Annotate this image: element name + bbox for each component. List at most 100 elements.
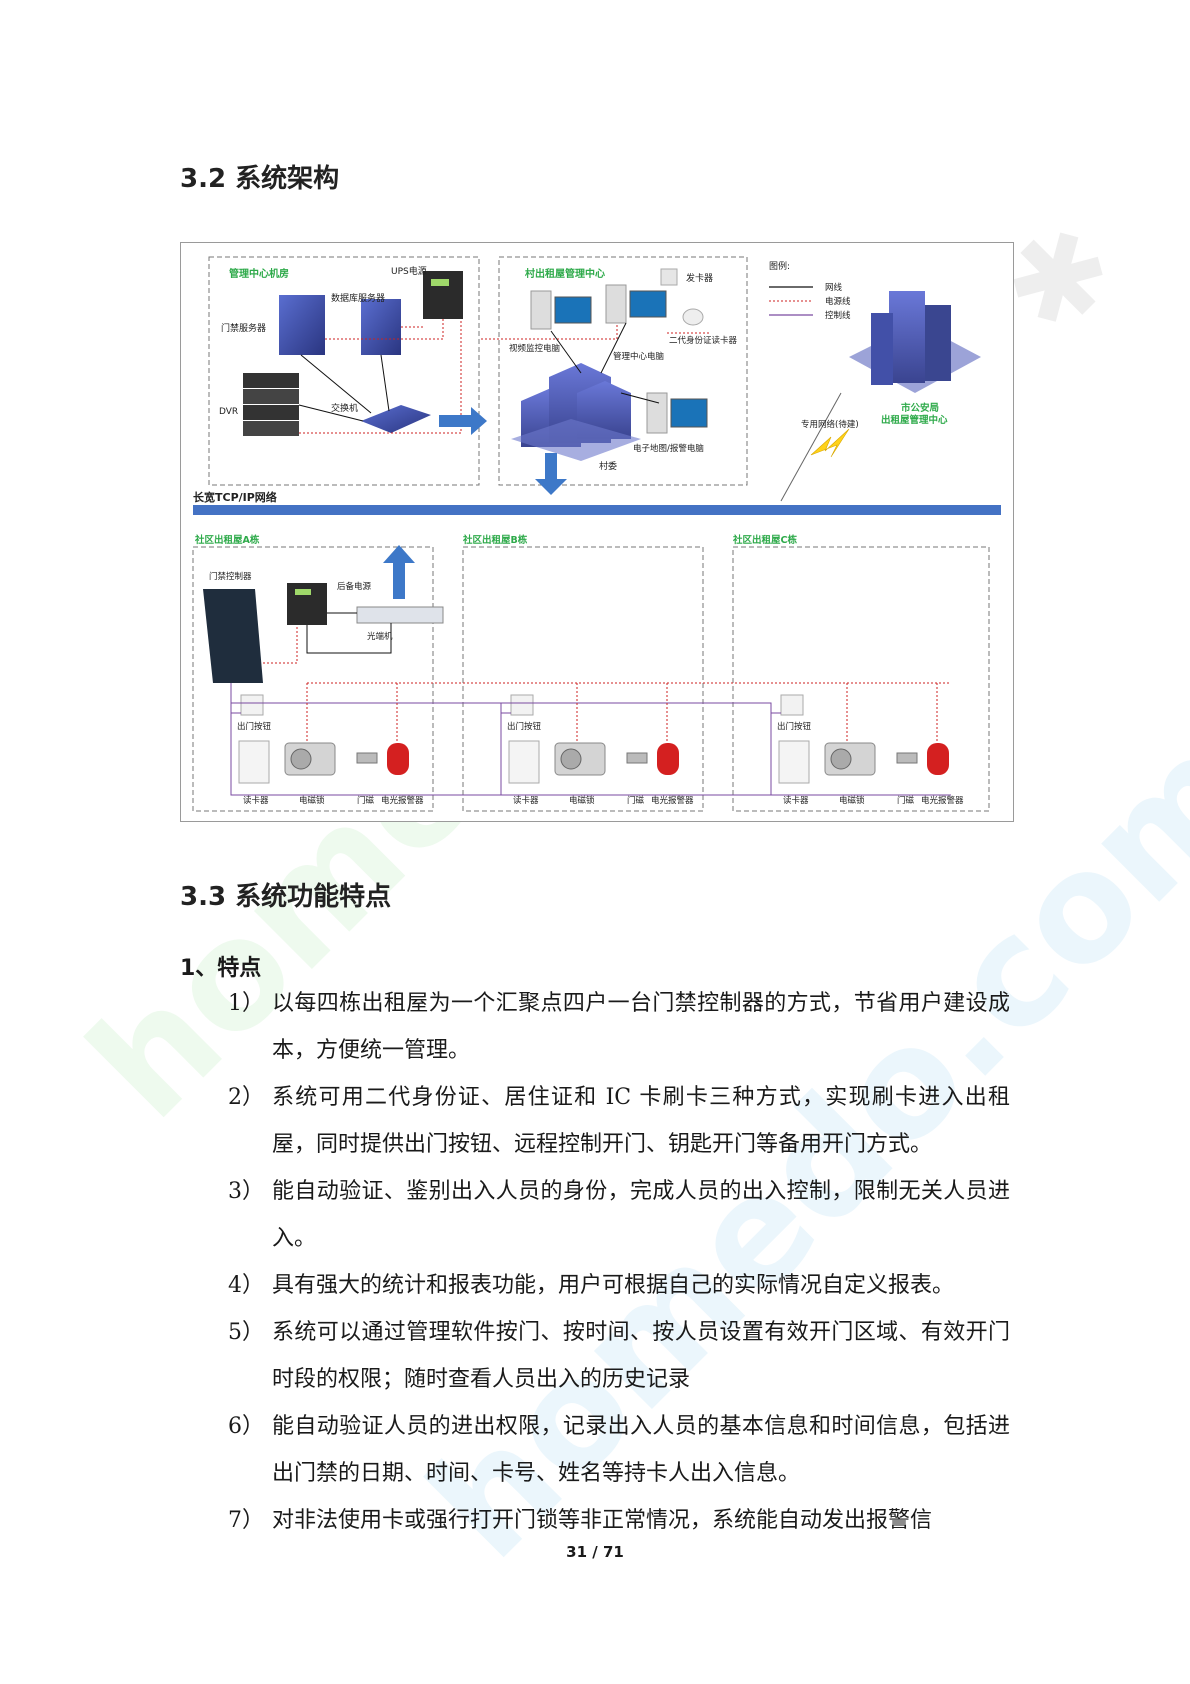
building-b-box	[462, 546, 704, 812]
feature-number: 2）	[228, 1085, 264, 1110]
dedicated-net-label: 专用网络(待建)	[801, 419, 859, 430]
feature-text: 能自动验证、鉴别出入人员的身份，完成人员的出入控制，限制无关人员进入。	[272, 1179, 1010, 1251]
door-sensor-icon	[356, 752, 378, 764]
exit-button-label: 出门按钮	[507, 721, 542, 732]
legend-title: 图例:	[769, 260, 790, 272]
db-server-icon	[361, 299, 401, 355]
section-heading-3-2: 3.2 系统架构	[180, 164, 340, 194]
feature-item-4: 4） 具有强大的统计和报表功能，用户可根据自己的实际情况自定义报表。	[228, 1262, 1010, 1309]
optical-label: 光端机	[367, 631, 393, 642]
feature-item-5: 5） 系统可以通过管理软件按门、按时间、按人员设置有效开门区域、有效开门时段的权…	[228, 1309, 1010, 1403]
controller-label: 门禁控制器	[209, 571, 252, 582]
feature-number: 4）	[228, 1273, 264, 1298]
switch-label: 交换机	[331, 402, 358, 414]
switch-icon	[361, 405, 431, 433]
access-server-label: 门禁服务器	[221, 322, 266, 334]
card-reader-icon	[778, 740, 810, 784]
exit-button-icon	[510, 694, 534, 716]
village-committee-label: 村委	[599, 460, 617, 472]
legend-item-power: 电源线	[825, 296, 851, 307]
card-reader-icon	[508, 740, 540, 784]
alarm-icon	[657, 743, 679, 775]
feature-text: 对非法使用卡或强行打开门锁等非正常情况，系统能自动发出报警信	[272, 1508, 933, 1533]
feature-text: 系统可用二代身份证、居住证和 IC 卡刷卡三种方式，实现刷卡进入出租屋，同时提供…	[272, 1085, 1010, 1157]
mag-lock-label: 电磁锁	[569, 795, 595, 806]
exit-button-label: 出门按钮	[777, 721, 812, 732]
mag-lock-label: 电磁锁	[839, 795, 865, 806]
building-c-title: 社区出租屋C栋	[732, 534, 797, 546]
card-issuer-icon	[660, 268, 678, 286]
building-b-title: 社区出租屋B栋	[462, 534, 528, 546]
village-committee-icon	[511, 363, 641, 461]
building-a-box	[192, 546, 434, 812]
feature-number: 1）	[228, 991, 264, 1016]
feature-item-2: 2） 系统可用二代身份证、居住证和 IC 卡刷卡三种方式，实现刷卡进入出租屋，同…	[228, 1074, 1010, 1168]
video-pc-icon	[530, 290, 592, 330]
dvr-icon	[243, 373, 299, 436]
feature-item-6: 6） 能自动验证人员的进出权限，记录出入人员的基本信息和时间信息，包括进出门禁的…	[228, 1403, 1010, 1497]
id-reader-icon	[682, 308, 704, 326]
legend-item-control: 控制线	[825, 310, 851, 321]
building-c-box	[732, 546, 990, 812]
mgmt-room-box	[208, 256, 480, 486]
building-a-title: 社区出租屋A栋	[194, 534, 260, 546]
card-reader-label: 读卡器	[783, 795, 809, 806]
dvr-label: DVR	[219, 407, 238, 417]
door-sensor-label: 门磁	[357, 795, 375, 806]
police-title-line1: 市公安局	[901, 402, 939, 414]
optical-icon	[356, 606, 444, 624]
access-server-icon	[279, 295, 325, 355]
village-center-box	[498, 256, 748, 486]
ups-label: UPS电源	[391, 265, 427, 277]
controller-icon	[203, 589, 263, 683]
door-sensor-icon	[896, 752, 918, 764]
village-center-title: 村出租屋管理中心	[525, 267, 605, 280]
mgmt-room-title: 管理中心机房	[229, 267, 289, 280]
exit-button-label: 出门按钮	[237, 721, 272, 732]
building-c-devices: 出门按钮 读卡器 电磁锁 门磁 电光报警器	[777, 694, 964, 806]
legend-item-network: 网线	[825, 282, 843, 293]
alarm-label: 电光报警器	[651, 795, 694, 806]
exit-button-icon	[780, 694, 804, 716]
id-reader-label: 二代身份证读卡器	[669, 335, 738, 346]
subheading-features: 1、特点	[180, 956, 262, 981]
feature-text: 以每四栋出租屋为一个汇聚点四户一台门禁控制器的方式，节省用户建设成本，方便统一管…	[272, 991, 1010, 1063]
door-sensor-label: 门磁	[897, 795, 915, 806]
feature-item-7: 7） 对非法使用卡或强行打开门锁等非正常情况，系统能自动发出报警信	[228, 1497, 1010, 1544]
building-b-devices: 出门按钮 读卡器 电磁锁 门磁 电光报警器	[507, 694, 694, 806]
card-issuer-label: 发卡器	[686, 272, 713, 284]
mgmt-pc-label: 管理中心电脑	[613, 351, 665, 362]
down-arrow-icon	[535, 453, 567, 495]
feature-number: 6）	[228, 1414, 264, 1439]
alarm-icon	[387, 743, 409, 775]
police-title-line2: 出租屋管理中心	[881, 414, 948, 426]
video-pc-label: 视频监控电脑	[509, 343, 561, 354]
lightning-icon	[810, 428, 850, 458]
alarm-icon	[927, 743, 949, 775]
feature-number: 5）	[228, 1320, 264, 1345]
alarm-label: 电光报警器	[381, 795, 424, 806]
card-reader-label: 读卡器	[243, 795, 269, 806]
exit-button-icon	[240, 694, 264, 716]
mgmt-pc-icon	[605, 284, 667, 324]
card-reader-label: 读卡器	[513, 795, 539, 806]
network-bar	[193, 505, 1001, 515]
mag-lock-label: 电磁锁	[299, 795, 325, 806]
section-heading-3-3: 3.3 系统功能特点	[180, 882, 392, 912]
ups-icon	[423, 271, 463, 319]
network-label: 长宽TCP/IP网络	[193, 490, 277, 504]
feature-item-1: 1） 以每四栋出租屋为一个汇聚点四户一台门禁控制器的方式，节省用户建设成本，方便…	[228, 980, 1010, 1074]
feature-number: 7）	[228, 1508, 264, 1533]
card-reader-icon	[238, 740, 270, 784]
backup-power-label: 后备电源	[337, 581, 372, 592]
db-server-label: 数据库服务器	[331, 292, 385, 304]
alarm-label: 电光报警器	[921, 795, 964, 806]
page-number: 31 / 71	[566, 1543, 624, 1561]
up-arrow-icon	[383, 545, 415, 599]
feature-text: 具有强大的统计和报表功能，用户可根据自己的实际情况自定义报表。	[272, 1273, 955, 1298]
system-architecture-diagram: 管理中心机房 村出租屋管理中心 UPS电源 数据库服务器 门禁服务器 DVR 交…	[180, 242, 1014, 822]
emap-pc-label: 电子地图/报警电脑	[633, 443, 704, 454]
feature-number: 3）	[228, 1179, 264, 1204]
emap-pc-icon	[646, 392, 708, 434]
police-building-icon	[849, 291, 981, 393]
